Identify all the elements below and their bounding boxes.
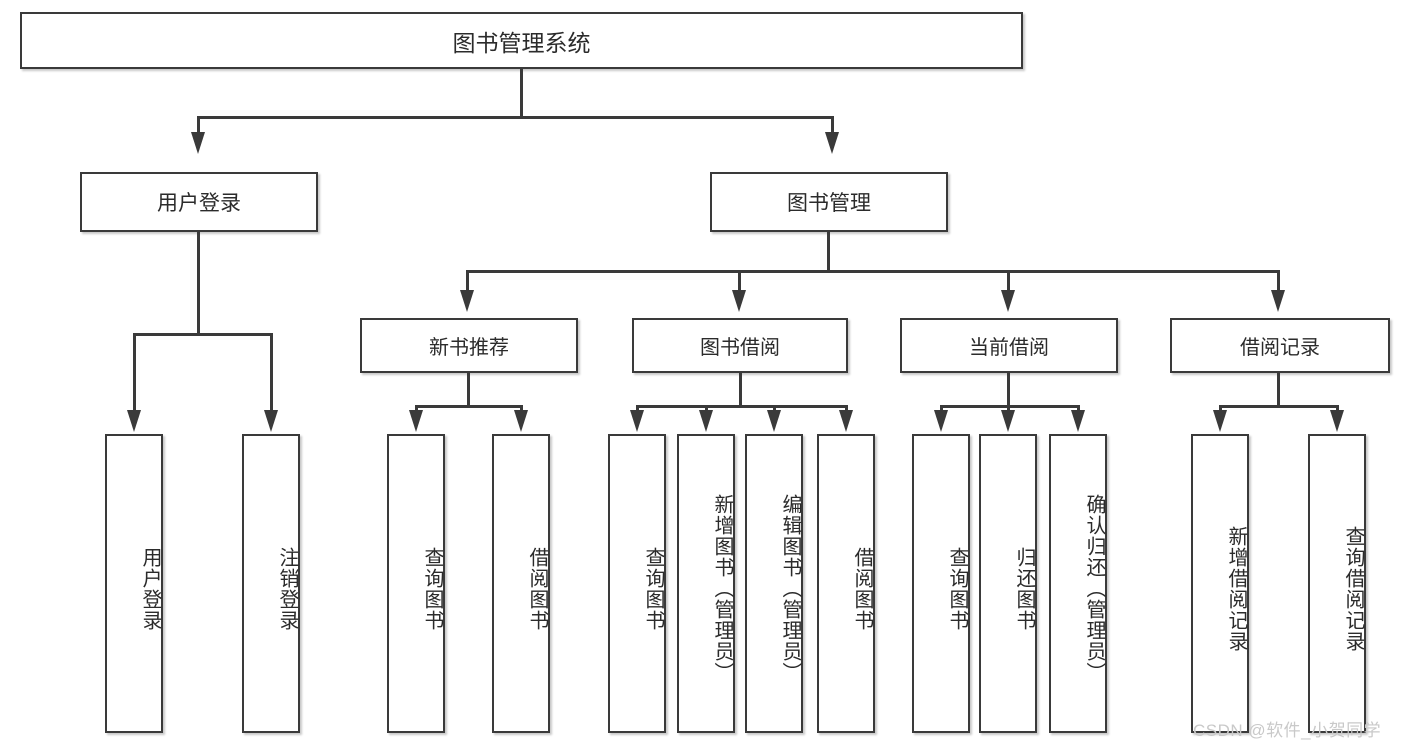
node-label: 查询图书	[946, 546, 968, 631]
connector-book-manage-stem	[827, 232, 830, 272]
leaf-add-borrow-record[interactable]: 新增借阅记录	[1191, 434, 1249, 733]
arrow-to-leaf-edit-book	[767, 410, 781, 432]
node-label: 查询图书	[421, 546, 443, 631]
node-label: 新增借阅记录	[1225, 525, 1247, 652]
connector-book-manage-drop-1	[466, 270, 469, 292]
connector-book-manage-bus	[466, 270, 1280, 273]
node-label: 用户登录	[139, 546, 161, 631]
leaf-query-book-current[interactable]: 查询图书	[912, 434, 970, 733]
arrow-to-leaf-confirm-return	[1071, 410, 1085, 432]
leaf-query-book-recommend[interactable]: 查询图书	[387, 434, 445, 733]
leaf-borrow-book[interactable]: 借阅图书	[817, 434, 875, 733]
node-book-manage[interactable]: 图书管理	[710, 172, 948, 232]
leaf-query-book-borrow[interactable]: 查询图书	[608, 434, 666, 733]
arrow-to-current-borrow	[1001, 290, 1015, 312]
connector-book-manage-drop-2	[738, 270, 741, 292]
leaf-confirm-return-admin[interactable]: 确认归还（管理员）	[1049, 434, 1107, 733]
leaf-query-borrow-record[interactable]: 查询借阅记录	[1308, 434, 1366, 733]
connector-borrow-record-bus	[1219, 405, 1339, 408]
connector-user-login-drop-1	[133, 333, 136, 413]
node-label: 用户登录	[157, 192, 241, 215]
node-new-book-recommend[interactable]: 新书推荐	[360, 318, 578, 373]
node-current-borrow[interactable]: 当前借阅	[900, 318, 1118, 373]
node-label: 借阅记录	[1240, 337, 1320, 359]
arrow-to-leaf-borrow-book-2	[839, 410, 853, 432]
connector-user-login-drop-2	[270, 333, 273, 413]
leaf-logout[interactable]: 注销登录	[242, 434, 300, 733]
connector-root-stem	[520, 69, 523, 117]
arrow-to-new-book-recommend	[460, 290, 474, 312]
node-book-borrow[interactable]: 图书借阅	[632, 318, 848, 373]
arrow-to-leaf-add-book	[699, 410, 713, 432]
connector-user-login-bus	[133, 333, 273, 336]
connector-user-login-stem	[197, 232, 200, 334]
connector-current-borrow-bus	[940, 405, 1080, 408]
leaf-return-book[interactable]: 归还图书	[979, 434, 1037, 733]
leaf-user-login[interactable]: 用户登录	[105, 434, 163, 733]
watermark-csdn: CSDN @软件_小贺同学	[1193, 721, 1382, 740]
arrow-to-leaf-return-book	[1001, 410, 1015, 432]
node-user-login[interactable]: 用户登录	[80, 172, 318, 232]
arrow-to-book-borrow	[732, 290, 746, 312]
node-label: 注销登录	[276, 546, 298, 631]
node-label: 编辑图书（管理员）	[779, 494, 801, 683]
node-label: 借阅图书	[851, 546, 873, 631]
connector-root-bus	[197, 116, 834, 119]
node-label: 当前借阅	[969, 337, 1049, 359]
node-label: 图书管理	[787, 192, 871, 215]
arrow-to-leaf-add-record	[1213, 410, 1227, 432]
arrow-to-leaf-query-book-2	[630, 410, 644, 432]
leaf-borrow-book-recommend[interactable]: 借阅图书	[492, 434, 550, 733]
leaf-add-book-admin[interactable]: 新增图书（管理员）	[677, 434, 735, 733]
arrow-to-user-login	[191, 132, 205, 154]
node-label: 新增图书（管理员）	[711, 494, 733, 683]
node-label: 图书借阅	[700, 337, 780, 359]
connector-new-book-stem	[467, 373, 470, 407]
node-label: 借阅图书	[526, 546, 548, 631]
arrow-to-leaf-logout	[264, 410, 278, 432]
node-label: 图书管理系统	[452, 29, 591, 56]
node-label: 查询借阅记录	[1342, 525, 1364, 652]
connector-root-drop-2	[831, 116, 834, 138]
connector-current-borrow-stem	[1007, 373, 1010, 407]
node-label: 归还图书	[1013, 546, 1035, 631]
connector-root-drop-1	[197, 116, 200, 138]
node-borrow-record[interactable]: 借阅记录	[1170, 318, 1390, 373]
connector-borrow-record-stem	[1277, 373, 1280, 407]
connector-book-manage-drop-3	[1007, 270, 1010, 292]
connector-book-borrow-stem	[739, 373, 742, 407]
arrow-to-leaf-query-book-3	[934, 410, 948, 432]
node-label: 查询图书	[642, 546, 664, 631]
arrow-to-leaf-user-login	[127, 410, 141, 432]
arrow-to-borrow-record	[1271, 290, 1285, 312]
node-label: 新书推荐	[429, 337, 509, 359]
arrow-to-leaf-query-record	[1330, 410, 1344, 432]
connector-book-borrow-bus	[636, 405, 848, 408]
arrow-to-book-manage	[825, 132, 839, 154]
node-label: 确认归还（管理员）	[1083, 494, 1105, 683]
arrow-to-leaf-borrow-book-1	[514, 410, 528, 432]
connector-new-book-bus	[415, 405, 523, 408]
leaf-edit-book-admin[interactable]: 编辑图书（管理员）	[745, 434, 803, 733]
connector-book-manage-drop-4	[1277, 270, 1280, 292]
node-root-system[interactable]: 图书管理系统	[20, 12, 1023, 69]
arrow-to-leaf-query-book-1	[409, 410, 423, 432]
